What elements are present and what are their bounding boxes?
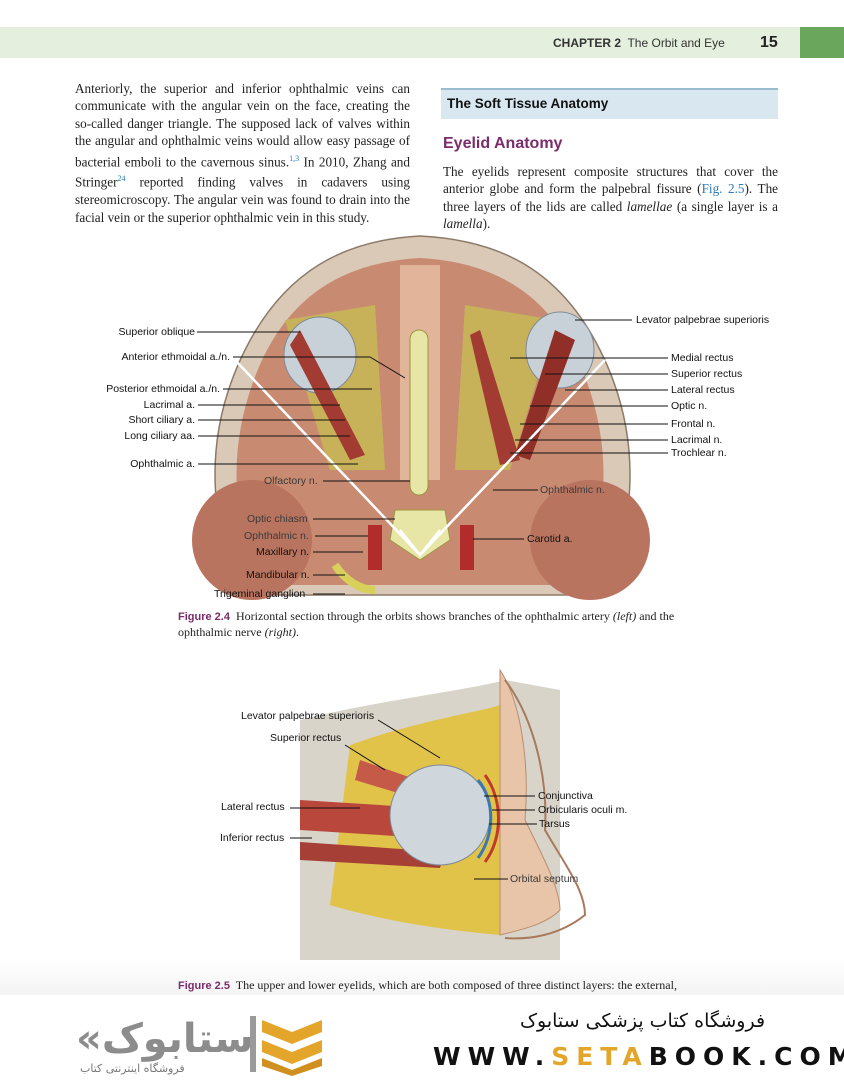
section-title: The Soft Tissue Anatomy xyxy=(447,96,609,111)
fig25-label: Superior rectus xyxy=(270,732,342,744)
figure-2-4-caption: Figure 2.4 Horizontal section through th… xyxy=(178,609,688,640)
fig24-label: Mandibular n. xyxy=(246,569,310,581)
running-header-band xyxy=(0,27,800,58)
fig24-label: Frontal n. xyxy=(671,418,716,430)
caption-text: Horizontal section through the orbits sh… xyxy=(235,609,613,623)
running-header: CHAPTER 2 The Orbit and Eye xyxy=(553,36,725,50)
fig24-label: Trigeminal ganglion xyxy=(214,588,306,600)
right-paragraph: The eyelids represent composite structur… xyxy=(443,163,778,233)
fig24-label: Ophthalmic a. xyxy=(130,458,195,470)
right-text-4: ). xyxy=(482,216,491,232)
caption-em: (right) xyxy=(264,625,296,639)
fig24-label: Ophthalmic n. xyxy=(244,530,309,542)
term-lamellae: lamellae xyxy=(626,198,673,214)
caption-em: (left) xyxy=(612,609,637,623)
figure-2-4-illustration xyxy=(192,235,668,600)
setabook-logo-icon xyxy=(250,1016,322,1076)
fig24-label: Ophthalmic n. xyxy=(540,484,605,496)
left-text-3: reported finding valves in cadavers usin… xyxy=(75,174,410,225)
shop-url[interactable]: WWW.SETABOOK.COM xyxy=(433,1042,844,1071)
term-lamella: lamella xyxy=(443,216,483,232)
fig24-label: Lacrimal n. xyxy=(671,434,723,446)
fig24-label: Optic chiasm xyxy=(247,513,308,525)
left-paragraph: Anteriorly, the superior and inferior op… xyxy=(75,80,410,226)
fig24-label: Superior rectus xyxy=(671,368,743,380)
citation-1[interactable]: 1,3 xyxy=(289,153,300,163)
fig25-label: Orbital septum xyxy=(510,873,579,885)
fig25-label: Lateral rectus xyxy=(221,801,285,813)
fig25-label: Tarsus xyxy=(539,818,570,830)
right-text-2: ). The three layers of the lids are call… xyxy=(443,181,779,214)
fig24-label: Optic n. xyxy=(671,400,708,412)
shop-name: فروشگاه کتاب پزشکی ستابوک xyxy=(520,1010,766,1032)
fig24-label: Anterior ethmoidal a./n. xyxy=(121,351,230,363)
fig25-label: Levator palpebrae superioris xyxy=(241,710,375,722)
fig24-label: Maxillary n. xyxy=(256,546,310,558)
fig24-label: Lacrimal a. xyxy=(143,399,195,411)
setabook-logo-text: «ستابوک xyxy=(76,1016,254,1062)
chapter-label: CHAPTER 2 xyxy=(553,36,622,50)
fig24-label: Trochlear n. xyxy=(671,447,727,459)
fig24-label: Olfactory n. xyxy=(264,475,318,487)
fig24-label: Superior oblique xyxy=(118,326,195,338)
page-bottom-shadow xyxy=(0,960,844,1000)
page-tab xyxy=(800,27,844,58)
right-text-1: The eyelids represent composite structur… xyxy=(443,164,778,197)
figure-link[interactable]: Fig. 2.5 xyxy=(701,181,745,197)
page-number: 15 xyxy=(760,34,778,51)
fig25-label: Orbicularis oculi m. xyxy=(538,804,628,816)
left-text-1: Anteriorly, the superior and inferior op… xyxy=(75,81,410,170)
subsection-title: Eyelid Anatomy xyxy=(443,135,563,152)
caption-text: and the ophthalmic nerve xyxy=(178,609,675,639)
fig24-label: Levator palpebrae superioris xyxy=(636,314,770,326)
url-prefix: WWW. xyxy=(433,1042,552,1071)
caption-label: Figure 2.4 xyxy=(178,611,230,623)
caption-label: Figure 2.5 xyxy=(178,980,230,992)
fig24-label: Long ciliary aa. xyxy=(124,430,195,442)
fig25-label: Inferior rectus xyxy=(220,832,285,844)
caption-text: The upper and lower eyelids, which are b… xyxy=(235,978,677,992)
fig24-label: Lateral rectus xyxy=(671,384,735,396)
figure-2-5-illustration xyxy=(290,668,587,960)
url-highlight: SETA xyxy=(551,1042,649,1071)
citation-2[interactable]: 24 xyxy=(117,174,126,184)
caption-text: . xyxy=(295,625,299,639)
url-suffix: BOOK.COM xyxy=(648,1042,844,1071)
figure-2-5-caption: Figure 2.5 The upper and lower eyelids, … xyxy=(178,978,738,994)
fig25-label: Conjunctiva xyxy=(538,790,593,802)
fig24-label: Carotid a. xyxy=(527,533,573,545)
setabook-logo-subtitle: فروشگاه اینترنتی کتاب xyxy=(80,1062,185,1075)
chapter-title: The Orbit and Eye xyxy=(627,36,725,50)
section-heading-box xyxy=(441,88,778,119)
fig24-label: Medial rectus xyxy=(671,352,734,364)
left-text-2: In 2010, Zhang and Stringer xyxy=(75,154,410,190)
right-text-3: (a single layer is a xyxy=(672,198,778,214)
fig24-label: Short ciliary a. xyxy=(128,414,195,426)
footer-banner xyxy=(0,995,844,1080)
fig24-label: Posterior ethmoidal a./n. xyxy=(106,383,220,395)
